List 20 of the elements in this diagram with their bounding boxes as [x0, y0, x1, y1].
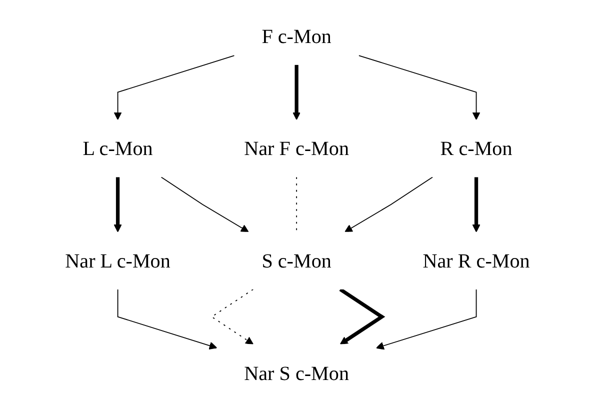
arrow [292, 64, 301, 120]
arrow [344, 176, 434, 232]
arrow [339, 288, 386, 345]
node-text: F c-Mon [262, 24, 332, 48]
node-text: Nar R c-Mon [422, 249, 530, 272]
arrow [376, 288, 477, 350]
node-text: S c-Mon [262, 249, 332, 272]
arrow [114, 177, 122, 232]
node-text: Nar L c-Mon [65, 249, 170, 272]
connector [296, 176, 298, 232]
node-text: Nar F c-Mon [244, 136, 350, 160]
arrow [114, 55, 235, 120]
arrow [117, 288, 218, 350]
arrow [210, 288, 254, 345]
node-text: R c-Mon [440, 136, 512, 160]
arrow [160, 176, 249, 232]
arrow [358, 55, 480, 120]
arrow [472, 177, 480, 232]
node-text: L c-Mon [82, 136, 153, 160]
node-text: Nar S c-Mon [244, 362, 350, 384]
